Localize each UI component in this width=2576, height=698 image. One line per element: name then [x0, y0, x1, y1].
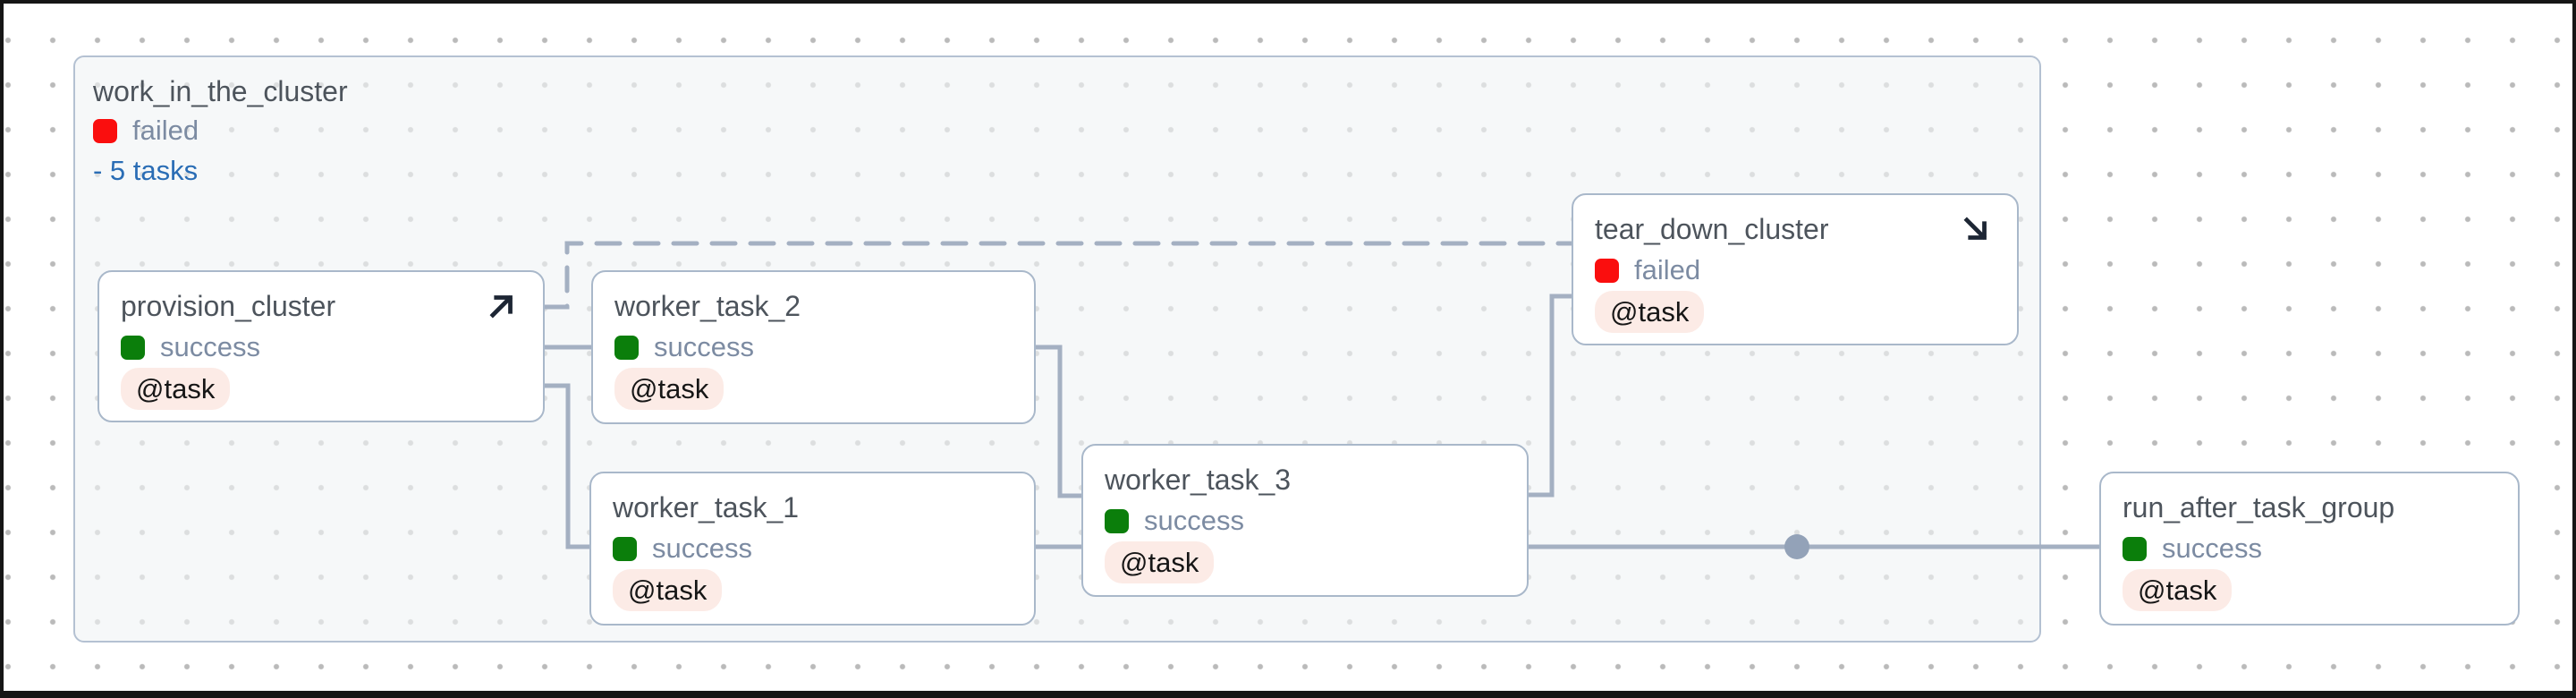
task-decorator-badge: @task [1595, 290, 1705, 333]
task-node-provision_cluster[interactable]: provision_cluster success @task [97, 270, 545, 422]
status-label: success [652, 532, 752, 564]
status-label: success [2162, 532, 2262, 564]
status-square [613, 536, 637, 561]
task-decorator-badge: @task [1105, 541, 1215, 583]
task-title: worker_task_1 [613, 490, 800, 524]
task-group-title: work_in_the_cluster [93, 75, 348, 107]
task-decorator-badge: @task [2123, 568, 2233, 611]
task-decorator-badge: @task [614, 367, 724, 410]
teardown-task-arrow-icon [1956, 209, 1996, 249]
task-group-status-row: failed [93, 111, 348, 150]
status-label: failed [132, 115, 199, 146]
status-label: success [160, 331, 260, 362]
status-square [121, 335, 145, 360]
task-title: worker_task_3 [1105, 463, 1292, 496]
task-decorator-badge: @task [613, 568, 723, 611]
status-square [1595, 258, 1619, 283]
task-title: run_after_task_group [2123, 490, 2395, 524]
setup-task-arrow-icon [482, 286, 521, 326]
task-title: provision_cluster [121, 289, 336, 322]
task-node-worker_task_3[interactable]: worker_task_3 success @task [1081, 444, 1529, 597]
status-label: success [654, 331, 754, 362]
status-square [614, 335, 639, 360]
task-group-header: work_in_the_cluster failed - 5 tasks [93, 72, 348, 192]
status-label: failed [1634, 254, 1701, 285]
status-square [93, 118, 117, 143]
task-node-run_after_task_group[interactable]: run_after_task_group success @task [2099, 472, 2520, 626]
task-decorator-badge: @task [121, 367, 231, 410]
task-node-worker_task_1[interactable]: worker_task_1 success @task [589, 472, 1036, 626]
status-square [2123, 536, 2147, 561]
task-title: worker_task_2 [614, 289, 801, 322]
task-node-worker_task_2[interactable]: worker_task_2 success @task [591, 270, 1036, 424]
collapse-tasks-link[interactable]: - 5 tasks [93, 155, 199, 186]
status-label: success [1144, 505, 1244, 536]
task-node-tear_down_cluster[interactable]: tear_down_cluster failed @task [1572, 193, 2019, 345]
task-title: tear_down_cluster [1595, 212, 1829, 245]
status-square [1105, 508, 1129, 533]
